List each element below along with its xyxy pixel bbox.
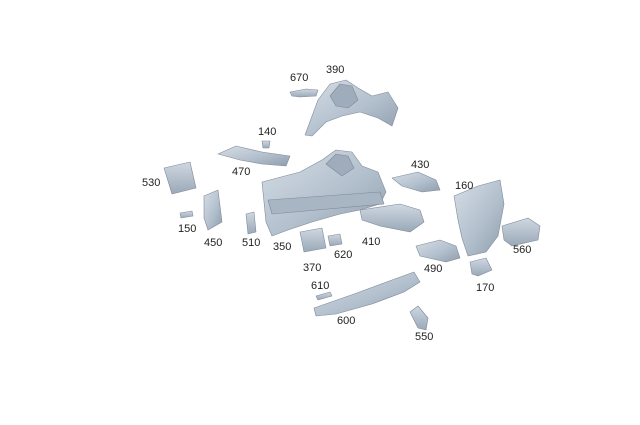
label-140: 140 xyxy=(258,126,277,138)
label-550: 550 xyxy=(415,331,434,343)
part-600-long-rail xyxy=(313,271,421,317)
part-370-plate xyxy=(299,227,327,253)
part-160-side-panel xyxy=(453,179,505,257)
label-390: 390 xyxy=(326,64,345,76)
part-470-rail xyxy=(217,145,291,167)
part-490-member xyxy=(415,239,461,263)
label-410: 410 xyxy=(362,236,381,248)
label-670: 670 xyxy=(290,72,309,84)
label-490: 490 xyxy=(424,263,443,275)
label-510: 510 xyxy=(242,237,261,249)
label-150: 150 xyxy=(178,223,197,235)
part-150-clip xyxy=(179,210,194,219)
part-510-bracket xyxy=(245,211,257,235)
label-430: 430 xyxy=(411,159,430,171)
label-610: 610 xyxy=(311,280,330,292)
part-530-plate xyxy=(163,161,197,195)
part-390-wheelhouse-upper xyxy=(304,79,399,137)
part-350-front-structure xyxy=(261,149,387,237)
label-160: 160 xyxy=(455,180,474,192)
label-450: 450 xyxy=(204,237,223,249)
part-620-bracket xyxy=(327,233,343,247)
label-560: 560 xyxy=(513,244,532,256)
part-610-strip xyxy=(315,291,333,301)
label-170: 170 xyxy=(476,282,495,294)
part-410-lower-member xyxy=(359,203,425,233)
part-670-bracket xyxy=(289,88,319,98)
part-450-bracket xyxy=(203,189,223,231)
label-620: 620 xyxy=(334,249,353,261)
label-370: 370 xyxy=(303,262,322,274)
part-560-plate xyxy=(501,217,541,247)
part-550-bracket xyxy=(409,305,429,331)
part-430-bracket xyxy=(391,171,441,193)
label-600: 600 xyxy=(337,315,356,327)
label-350: 350 xyxy=(273,241,292,253)
label-470: 470 xyxy=(232,166,251,178)
label-530: 530 xyxy=(142,177,161,189)
part-170-bracket xyxy=(469,257,493,277)
part-140-clip xyxy=(261,140,271,149)
